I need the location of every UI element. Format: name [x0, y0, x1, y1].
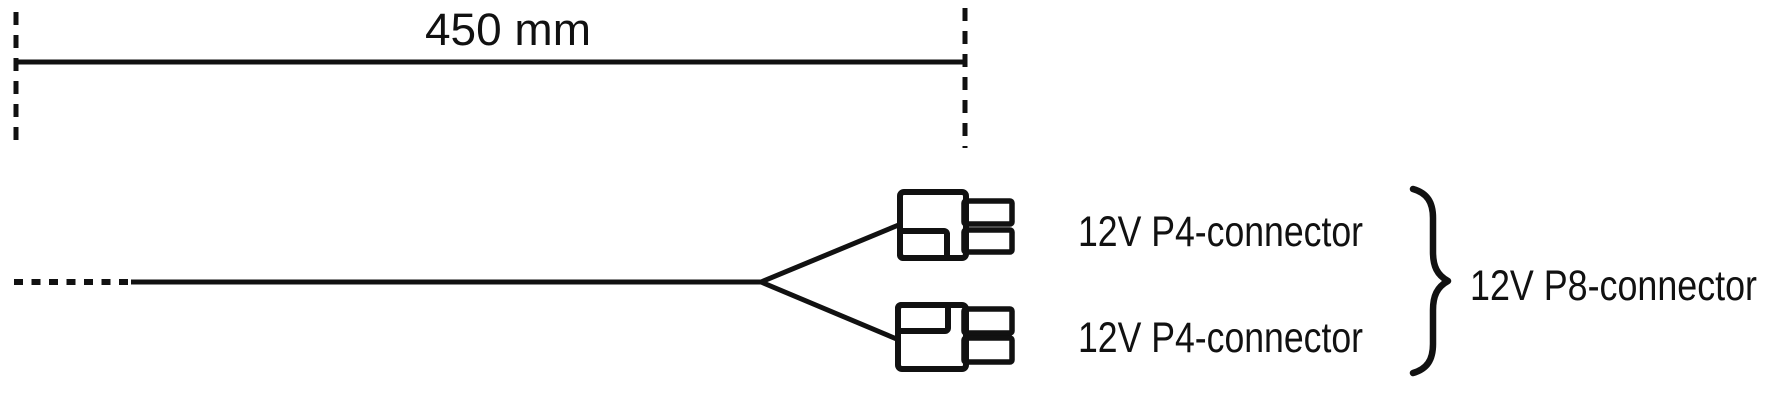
cable-branch-lower [760, 279, 900, 343]
p4-connector-top-icon [897, 189, 1015, 261]
p8-connector-label: 12V P8-connector [1470, 262, 1757, 310]
dimension-label: 450 mm [425, 4, 591, 55]
curly-brace-icon [1409, 185, 1452, 377]
p4-connector-bottom-pin-1 [961, 306, 1015, 336]
cable-drawing [14, 221, 902, 343]
p4-connector-bottom-pin-2 [961, 335, 1015, 365]
p4-connector-top-body [897, 189, 969, 261]
p4-connector-top-pin-2 [961, 227, 1015, 255]
p4-connector-bottom-label: 12V P4-connector [1078, 314, 1363, 362]
p4-connector-bottom-latch [895, 302, 951, 334]
p4-connector-top-pin-1 [961, 198, 1015, 227]
cable-branch-upper [760, 221, 902, 285]
p4-connector-bottom-body [895, 302, 969, 372]
dimension-annotation: 450 mm [13, 4, 968, 148]
p4-connector-bottom-icon [895, 302, 1015, 372]
p4-connector-top-latch [897, 228, 950, 261]
p4-connector-top-label: 12V P4-connector [1078, 208, 1363, 256]
